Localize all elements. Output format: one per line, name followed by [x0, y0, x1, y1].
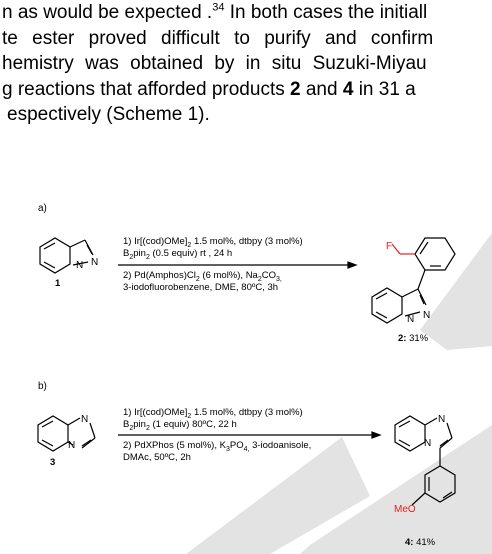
yield-value: 41% — [413, 537, 436, 548]
subscript: 3, — [276, 275, 282, 283]
condition-line: 2) PdXPhos (5 mol%), K3PO4, 3-iodoanisol… — [123, 440, 312, 453]
compound-1-number: 1 — [55, 278, 61, 289]
text-run: 1) Ir[(cod)OMe] — [123, 236, 188, 247]
scheme-a-conditions-step1: 1) Ir[(cod)OMe]2 1.5 mol%, dtbpy (3 mol%… — [123, 236, 303, 261]
subscript: 2 — [129, 424, 134, 432]
condition-line: 1) Ir[(cod)OMe]2 1.5 mol%, dtbpy (3 mol%… — [123, 236, 303, 249]
yield-value: 31% — [406, 333, 429, 344]
paragraph-text: n as would be expected .34 In both cases… — [0, 0, 492, 128]
subscript: 3 — [225, 445, 230, 453]
subscript: 2 — [145, 253, 150, 261]
nitrogen-atom: N — [438, 414, 445, 425]
scheme-a-label: a) — [38, 203, 47, 214]
nitrogen-atom: N — [76, 260, 83, 271]
imidazopyridine-structure — [37, 415, 96, 452]
fluorine-atom: F — [386, 241, 392, 252]
text-run: B — [123, 418, 130, 430]
product-4-structure — [394, 415, 456, 506]
text-run: hemistry was obtained by in situ Suzuki-… — [2, 53, 427, 74]
compound-3-number: 3 — [50, 457, 56, 468]
paragraph-line: g reactions that afforded products 2 and… — [2, 77, 492, 103]
product-2-structure — [371, 237, 456, 324]
subscript: 4, — [243, 445, 250, 453]
condition-line: 1) Ir[(cod)OMe]2 1.5 mol%, dtbpy (3 mol%… — [123, 407, 303, 420]
text-run: in 31 a — [353, 78, 416, 100]
paragraph-line: n as would be expected .34 In both cases… — [2, 0, 492, 26]
nitrogen-atom: N — [407, 314, 414, 325]
text-run: n as would be expected . — [2, 2, 213, 23]
text-run: g reactions that afforded products — [2, 78, 290, 100]
text-run: pin — [133, 247, 146, 259]
text-run: (1 equiv) 80ºC, 22 h — [149, 418, 237, 430]
text-run: 1.5 mol%, dtbpy (3 mol%) — [191, 236, 303, 247]
condition-line: B2pin2 (0.5 equiv) rt , 24 h — [123, 247, 303, 261]
text-run: 3-iodoanisole, — [249, 440, 312, 451]
subscript: 2 — [187, 412, 192, 420]
condition-line: B2pin2 (1 equiv) 80ºC, 22 h — [123, 418, 303, 432]
compound-ref: 4 — [342, 78, 354, 100]
nitrogen-atom: N — [423, 310, 430, 321]
arrow-head — [347, 261, 358, 269]
nitrogen-atom: N — [81, 414, 88, 425]
text-run: 1) Ir[(cod)OMe] — [123, 407, 188, 418]
subscript: 2 — [187, 241, 192, 249]
condition-line: 3-iodofluorobenzene, DME, 80ºC, 3h — [123, 281, 279, 293]
pyrazolopyridine-structure — [39, 237, 94, 274]
subscript: 2 — [129, 253, 134, 261]
text-run: and — [300, 78, 343, 100]
subscript: 2 — [257, 275, 262, 283]
subscript: 2 — [195, 275, 200, 283]
product-2-yield: 2: 31% — [398, 333, 428, 344]
scheme-a-conditions-step2: 2) Pd(Amphos)Cl2 (6 mol%), Na2CO3, 3-iod… — [123, 270, 282, 293]
watermark-shape — [300, 425, 492, 554]
paragraph-line: espectively (Scheme 1). — [7, 102, 492, 128]
text-run: In both cases the initiall — [224, 2, 428, 23]
scheme-b-conditions-step2: 2) PdXPhos (5 mol%), K3PO4, 3-iodoanisol… — [123, 440, 311, 463]
text-run: CO — [261, 270, 276, 281]
paragraph-line: te ester proved difficult to purify and … — [2, 26, 492, 52]
paragraph-line: hemistry was obtained by in situ Suzuki-… — [2, 51, 492, 77]
citation-superscript: 34 — [212, 1, 225, 14]
subscript: 2 — [145, 424, 150, 432]
watermark-shape — [186, 437, 370, 554]
arrow-head — [371, 431, 382, 439]
text-run: 2) PdXPhos (5 mol%), K — [123, 440, 226, 451]
text-run: B — [123, 247, 130, 259]
nitrogen-atom: N — [68, 440, 75, 451]
nitrogen-atom: N — [424, 438, 431, 449]
text-run: (6 mol%), Na — [199, 270, 258, 281]
condition-line: DMAc, 50ºC, 2h — [123, 451, 191, 463]
text-run: te ester proved difficult to purify and … — [2, 27, 434, 49]
compound-4-number: 4: — [405, 537, 414, 548]
compound-ref: 2 — [290, 78, 301, 100]
text-run: 2) Pd(Amphos)Cl — [123, 270, 196, 281]
text-run: 1.5 mol%, dtbpy (3 mol%) — [191, 407, 303, 418]
scheme-b-conditions-step1: 1) Ir[(cod)OMe]2 1.5 mol%, dtbpy (3 mol%… — [123, 407, 303, 432]
scheme-b-label: b) — [38, 381, 47, 392]
text-run: (0.5 equiv) rt , 24 h — [149, 247, 233, 259]
methoxy-group: MeO — [394, 504, 416, 515]
product-4-yield: 4: 41% — [405, 537, 435, 548]
watermark-shape — [420, 233, 492, 350]
text-run: PO — [229, 440, 244, 451]
text-run: espectively (Scheme 1). — [7, 104, 210, 125]
nitrogen-atom: N — [91, 257, 98, 268]
compound-2-number: 2: — [398, 333, 407, 344]
condition-line: 2) Pd(Amphos)Cl2 (6 mol%), Na2CO3, — [123, 270, 282, 283]
text-run: pin — [133, 418, 146, 430]
